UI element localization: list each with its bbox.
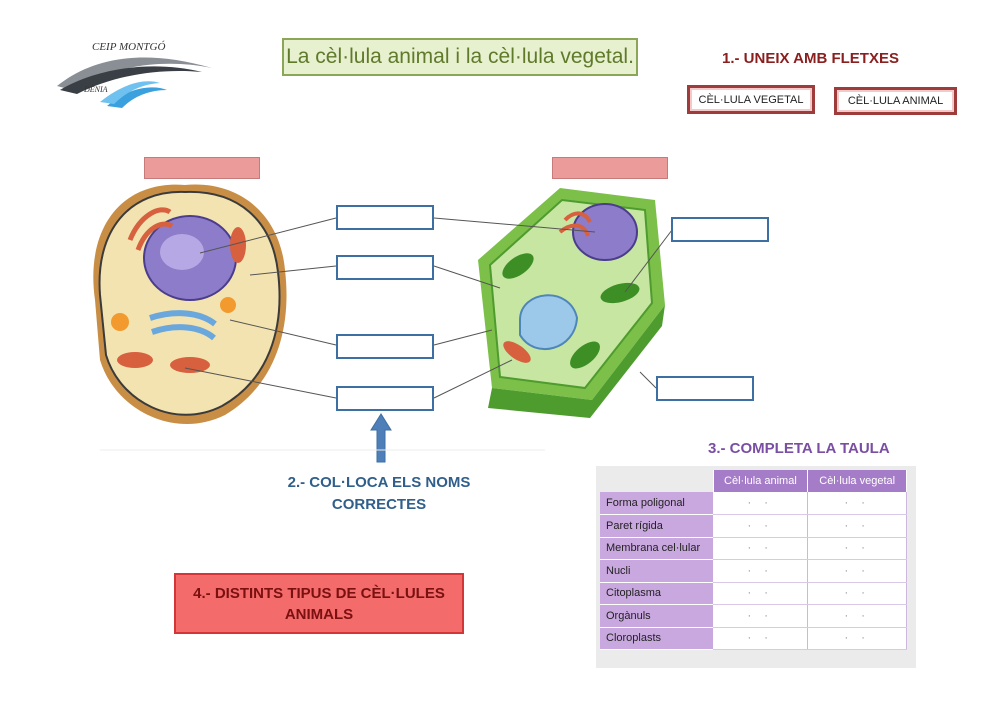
table-row: Paret rígida · · · · <box>600 514 907 538</box>
school-logo: CEIP MONTGÓ DÈNIA <box>57 41 212 108</box>
animal-mitochondrion-3 <box>230 227 246 263</box>
animal-nucleus <box>143 215 237 301</box>
comparison-table: Cèl·lula animal Cèl·lula vegetal Forma p… <box>600 470 907 650</box>
answer-cell[interactable]: · · <box>713 514 809 538</box>
answer-cell[interactable]: · · <box>807 582 907 605</box>
task2-line2: CORRECTES <box>331 496 427 513</box>
animal-er-1 <box>127 207 172 242</box>
animal-cell-image <box>93 184 287 424</box>
answer-cell[interactable]: · · <box>713 604 809 628</box>
animal-er-2 <box>135 221 174 251</box>
plant-cell-membrane <box>488 198 654 390</box>
leader-line-3 <box>229 319 337 346</box>
leader-lines <box>184 217 673 399</box>
logo-light-blue-wave <box>100 81 160 104</box>
leader-line-7 <box>433 329 493 346</box>
plant-cell-title-drop-zone[interactable] <box>552 157 668 179</box>
leader-line-9 <box>624 229 673 293</box>
logo-grey-wave <box>57 57 212 90</box>
logo-text-bottom: DÈNIA <box>83 84 108 94</box>
plant-cell-image <box>478 188 665 418</box>
label-drop-box-3[interactable] <box>336 334 434 359</box>
task3-heading: 3.- COMPLETA LA TAULA <box>708 440 890 457</box>
answer-cell[interactable]: · · <box>713 559 809 583</box>
table-row: Nucli · · · · <box>600 559 907 583</box>
label-drop-box-1[interactable] <box>336 205 434 230</box>
task2-heading: 2.- COL·LOCA ELS NOMS CORRECTES <box>262 472 496 516</box>
answer-cell[interactable]: · · <box>807 514 907 538</box>
table-row: Forma poligonal · · · · <box>600 492 907 515</box>
animal-cell-label-button[interactable]: CÈL·LULA ANIMAL <box>834 87 957 115</box>
comparison-table-panel: Cèl·lula animal Cèl·lula vegetal Forma p… <box>596 466 916 668</box>
plant-er <box>558 211 592 237</box>
answer-cell[interactable]: · · <box>713 627 809 650</box>
plant-mitochondrion <box>503 341 531 363</box>
animal-cell-membrane <box>98 190 281 416</box>
logo-blue-wave <box>107 87 167 108</box>
animal-mitochondrion-1 <box>117 352 153 368</box>
plant-chloroplast-1 <box>502 253 534 279</box>
table-row: Cloroplasts · · · · <box>600 627 907 650</box>
label-drop-box-2[interactable] <box>336 255 434 280</box>
column-header-plant: Cèl·lula vegetal <box>807 470 907 492</box>
answer-cell[interactable]: · · <box>807 559 907 583</box>
table-row: Citoplasma · · · · <box>600 582 907 605</box>
table-corner <box>600 470 714 492</box>
answer-cell[interactable]: · · <box>713 537 809 560</box>
animal-lysosome-2 <box>220 297 236 313</box>
task4-line1: 4.- DISTINTS TIPUS DE CÈL·LULES <box>193 584 445 602</box>
row-label: Citoplasma <box>600 582 713 605</box>
animal-mitochondrion-2 <box>170 357 210 373</box>
answer-cell[interactable]: · · <box>807 604 907 628</box>
answer-cell[interactable]: · · <box>713 582 809 605</box>
label-drop-box-5[interactable] <box>671 217 769 242</box>
plant-vacuole <box>519 294 579 351</box>
animal-cell-title-drop-zone[interactable] <box>144 157 260 179</box>
animal-nucleolus <box>160 234 204 270</box>
table-row: Membrana cel·lular · · · · <box>600 537 907 560</box>
label-drop-box-4[interactable] <box>336 386 434 411</box>
logo-dark-wave <box>60 66 202 94</box>
animal-cell-shadow <box>93 184 287 424</box>
up-arrow-icon <box>370 413 392 463</box>
leader-line-1 <box>199 217 337 254</box>
column-header-animal: Cèl·lula animal <box>713 470 809 492</box>
animal-lysosome-1 <box>111 313 129 331</box>
leader-line-6 <box>433 265 501 289</box>
answer-cell[interactable]: · · <box>713 492 809 515</box>
plant-cell-label-button[interactable]: CÈL·LULA VEGETAL <box>687 85 815 114</box>
plant-chloroplast-2 <box>600 282 640 304</box>
row-label: Cloroplasts <box>600 627 713 650</box>
answer-cell[interactable]: · · <box>807 537 907 560</box>
leader-line-10 <box>639 371 657 389</box>
answer-cell[interactable]: · · <box>807 627 907 650</box>
task2-line1: 2.- COL·LOCA ELS NOMS <box>287 474 471 491</box>
leader-line-2 <box>249 265 337 276</box>
table-row: Orgànuls · · · · <box>600 604 907 628</box>
plant-nucleus <box>572 203 638 261</box>
plant-cell-side-wall <box>488 305 665 418</box>
task1-heading: 1.- UNEIX AMB FLETXES <box>722 50 899 67</box>
task4-button[interactable]: 4.- DISTINTS TIPUS DE CÈL·LULES ANIMALS <box>174 573 464 634</box>
leader-line-5 <box>433 217 596 233</box>
answer-cell[interactable]: · · <box>807 492 907 515</box>
page-title: La cèl·lula animal i la cèl·lula vegetal… <box>282 38 638 76</box>
animal-golgi-2 <box>151 324 216 341</box>
row-label: Forma poligonal <box>600 492 713 515</box>
animal-golgi-1 <box>149 310 217 327</box>
logo-text-top: CEIP MONTGÓ <box>92 41 165 53</box>
plant-chloroplast-3 <box>570 341 600 369</box>
row-label: Membrana cel·lular <box>600 537 713 560</box>
row-label: Orgànuls <box>600 604 713 628</box>
task4-line2: ANIMALS <box>284 605 354 623</box>
leader-line-8 <box>433 359 513 399</box>
leader-line-4 <box>184 367 337 399</box>
row-label: Nucli <box>600 559 713 583</box>
plant-cell-top-wall <box>478 188 665 400</box>
label-drop-box-6[interactable] <box>656 376 754 401</box>
row-label: Paret rígida <box>600 514 713 538</box>
